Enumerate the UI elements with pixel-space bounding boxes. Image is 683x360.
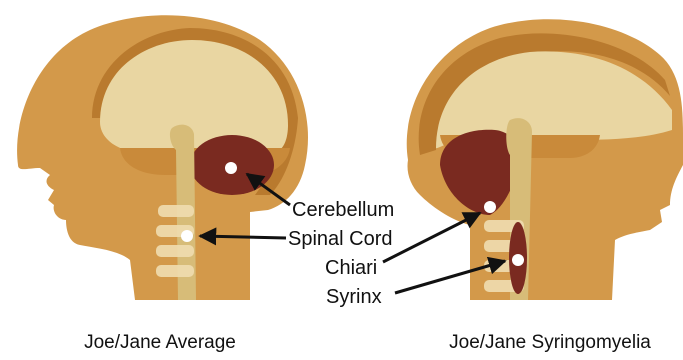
label-chiari: Chiari bbox=[325, 257, 377, 279]
label-cerebellum: Cerebellum bbox=[292, 199, 394, 221]
marker-syrinx-right bbox=[512, 254, 524, 266]
arrow-chiari bbox=[383, 213, 480, 262]
marker-chiari-right bbox=[484, 201, 496, 213]
marker-cerebellum-left bbox=[225, 162, 237, 174]
label-spinal-cord: Spinal Cord bbox=[288, 228, 393, 250]
caption-syringomyelia: Joe/Jane Syringomyelia bbox=[449, 332, 651, 353]
arrow-spinal-cord bbox=[200, 236, 286, 238]
caption-average: Joe/Jane Average bbox=[84, 332, 236, 353]
head-average bbox=[17, 15, 308, 300]
label-syrinx: Syrinx bbox=[326, 286, 382, 308]
marker-spinal-cord-left bbox=[181, 230, 193, 242]
head-syringomyelia bbox=[407, 19, 683, 300]
